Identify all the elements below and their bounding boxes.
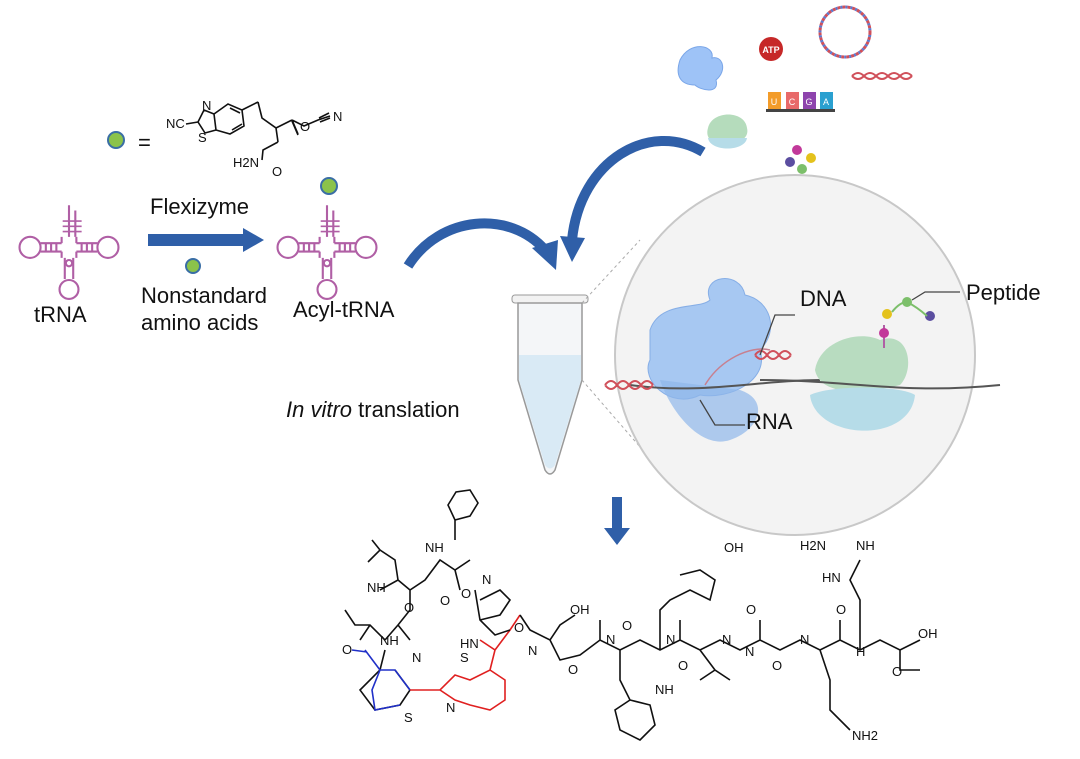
rna-leader-line: [699, 399, 745, 426]
atom-label: O: [514, 620, 524, 635]
atp-label: ATP: [762, 45, 779, 55]
equals-sign: =: [138, 130, 151, 155]
zoom-guide-line: [581, 379, 661, 471]
polymerase-icon: [677, 46, 724, 91]
nucleotide-label: A: [823, 97, 829, 107]
green-amino-acid-icon: [107, 131, 125, 149]
dna-leader-line: [759, 314, 795, 356]
green-amino-acid-icon: [185, 258, 201, 274]
atom-label: O: [440, 593, 450, 608]
atom-label: N: [722, 632, 731, 647]
acyl-trna-label: Acyl-tRNA: [293, 297, 395, 322]
atom-label: H2N: [233, 155, 259, 170]
transcription-translation-scene: [604, 278, 1001, 442]
atom-label: O: [678, 658, 688, 673]
down-arrow: [604, 497, 630, 545]
flexizyme-label: Flexizyme: [150, 194, 249, 219]
dna-strand: [604, 380, 654, 390]
dna-helix-icon: [851, 72, 913, 80]
atom-label: O: [746, 602, 756, 617]
macrocyclic-peptide-structure: NH O NH O N S S N HN O NH O N O OH N O N…: [342, 489, 938, 743]
trna-label: tRNA: [34, 302, 87, 327]
atom-label: OH: [918, 626, 938, 641]
plasmid-icon-strand: [818, 5, 872, 59]
cyanobenzothiazole-structure: NC N S H2N O O N: [166, 98, 342, 179]
atom-label: O: [892, 664, 902, 679]
ribosome-icon: [815, 336, 909, 392]
atom-label: O: [772, 658, 782, 673]
nonstandard-label-line2: amino acids: [141, 310, 258, 335]
atom-label: NH: [380, 633, 399, 648]
atom-label: HN: [822, 570, 841, 585]
atom-label: OH: [724, 540, 744, 555]
amino-acid-beads-icon: [785, 145, 816, 174]
amino-acid-definition: = NC N S H2N O O N: [107, 98, 342, 179]
atom-label: S: [198, 130, 207, 145]
nascent-peptide-beads: [879, 297, 935, 338]
atom-labels: NH O NH O N S S N HN O NH O N O OH N O N…: [342, 538, 938, 743]
atom-label: S: [460, 650, 469, 665]
curved-arrow-left: [403, 218, 549, 269]
reagent-icons: ATP U C G A: [677, 5, 913, 174]
atom-label: N: [745, 644, 754, 659]
trna-icon: [18, 204, 120, 300]
atom-label: O: [622, 618, 632, 633]
atom-label: N: [800, 632, 809, 647]
flexizyme-arrowhead: [243, 228, 264, 252]
nucleotide-label: C: [789, 97, 796, 107]
atom-label: O: [836, 602, 846, 617]
atom-label: N: [606, 632, 615, 647]
atom-label: O: [404, 600, 414, 615]
curved-arrow-left-head: [532, 240, 558, 270]
atom-label: O: [342, 642, 352, 657]
test-tube-icon: [511, 294, 589, 475]
atom-label: NH2: [852, 728, 878, 743]
atom-label: NH: [655, 682, 674, 697]
atom-label: OH: [570, 602, 590, 617]
rna-label: RNA: [746, 409, 793, 434]
atp-icon: [759, 37, 783, 61]
attached-amino-acid-icon: [320, 177, 338, 195]
zoom-circle: [614, 174, 976, 536]
curved-arrow-right: [567, 136, 706, 241]
atom-label: NH: [367, 580, 386, 595]
peptide-label: Peptide: [966, 280, 1041, 305]
atom-label: O: [461, 586, 471, 601]
plasmid-icon: [818, 5, 872, 59]
atom-label: N: [202, 98, 211, 113]
atom-label: H2N: [800, 538, 826, 553]
zoom-guide-line: [581, 239, 641, 304]
atom-label: N: [482, 572, 491, 587]
atom-label: N: [666, 632, 675, 647]
nonstandard-label-line1: Nonstandard: [141, 283, 267, 308]
atom-label: N: [446, 700, 455, 715]
nucleotide-icons: U C G A: [766, 92, 835, 112]
atom-label: HN: [460, 636, 479, 651]
atom-label: N: [333, 109, 342, 124]
atom-label: O: [300, 119, 310, 134]
atom-label: O: [568, 662, 578, 677]
atom-label: H: [856, 644, 865, 659]
ribosome-small-subunit-icon: [708, 138, 747, 149]
acyl-trna-icon: [276, 204, 378, 300]
atom-label: S: [404, 710, 413, 725]
in-vitro-translation-label: In vitro translation: [286, 397, 460, 422]
atom-label: O: [272, 164, 282, 179]
ribosome-icon: [707, 114, 748, 143]
atom-label: N: [412, 650, 421, 665]
peptide-leader-line: [911, 291, 960, 301]
atom-label: NH: [425, 540, 444, 555]
dna-label: DNA: [800, 286, 847, 311]
curved-arrow-right-head: [560, 236, 585, 262]
atom-label: NC: [166, 116, 185, 131]
nucleotide-label: G: [805, 97, 812, 107]
atom-label: N: [528, 643, 537, 658]
atom-label: NH: [856, 538, 875, 553]
nucleotide-label: U: [771, 97, 778, 107]
